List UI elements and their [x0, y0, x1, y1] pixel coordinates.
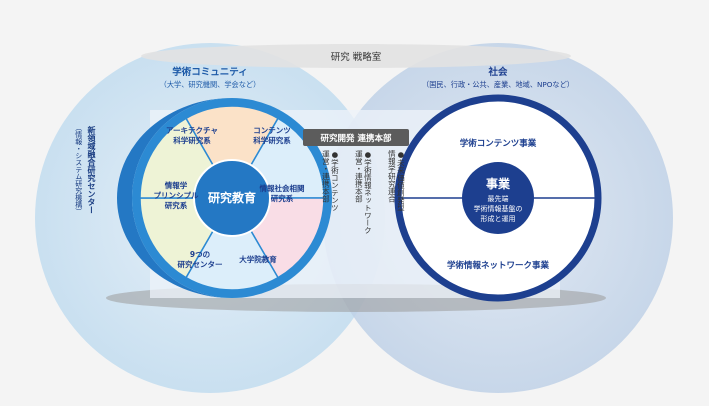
pie-segment-label: プリンシプル [154, 190, 199, 200]
business-center-line3: 形成と運用 [481, 214, 516, 223]
top-band [141, 44, 571, 68]
pie-center-label: 研究教育 [208, 190, 256, 205]
pie-segment-label: 情報社会相関 [259, 183, 305, 193]
middle-header: 研究開発 連携本部 [321, 133, 392, 144]
left-circle-title: 学術コミュニティ [172, 66, 247, 78]
pie-segment-label: 研究系 [165, 200, 188, 210]
middle-col3-line2: 運営・連携本部 [321, 150, 331, 203]
middle-col1-line1: ●未来価値創発型 [396, 150, 406, 212]
pie-segment-label: 研究センター [178, 259, 223, 269]
segment-labels: アーキテクチャ科学研究系コンテンツ科学研究系情報社会相関研究系大学院教育9つの研… [154, 125, 305, 269]
right-circle-subtitle: （国民、行政・公共、産業、地域、NPOなど） [422, 80, 574, 89]
pie-segment-label: 情報学 [164, 180, 188, 190]
business-center-line2: 学術情報基盤の [474, 204, 523, 213]
middle-col2-line1: ●学術情報ネットワーク [363, 150, 373, 234]
business-center-circle [462, 162, 534, 234]
middle-header-box [303, 129, 409, 146]
business-bottom-label: 学術情報ネットワーク事業 [447, 260, 550, 271]
pie-segment-label: 大学院教育 [239, 254, 277, 264]
pie-segment-label: 科学研究系 [173, 135, 211, 145]
middle-col3-line1: ●学術コンテンツ [330, 150, 340, 212]
business-center-line1: 最先端 [488, 194, 509, 203]
pie-segment [184, 196, 280, 291]
pie-segment-label: 科学研究系 [253, 135, 291, 145]
pie-segment-label: 研究系 [271, 193, 294, 203]
pie-segment-label: コンテンツ [253, 126, 291, 135]
middle-col1-line2: 情報学研究連合 [387, 150, 397, 203]
pie-segment-label: アーキテクチャ [166, 125, 218, 135]
left-circle-subtitle: （大学、研究機関、学会など） [160, 80, 261, 89]
research-center-subtitle: （情報・システム研究機構） [74, 124, 83, 215]
middle-col2-line2: 運営・連携本部 [354, 150, 364, 203]
pie-center-circle [193, 159, 271, 237]
right-circle-title: 社会 [487, 66, 508, 78]
business-center-title: 事業 [486, 176, 511, 191]
research-center-title: 新領域融合研究センター [87, 126, 96, 214]
pie-segment [184, 105, 280, 200]
business-top-label: 学術コンテンツ事業 [460, 138, 537, 149]
research-pie [139, 105, 325, 291]
top-band-label: 研究 戦略室 [331, 51, 382, 63]
pie-segment-label: 9つの [190, 250, 210, 259]
